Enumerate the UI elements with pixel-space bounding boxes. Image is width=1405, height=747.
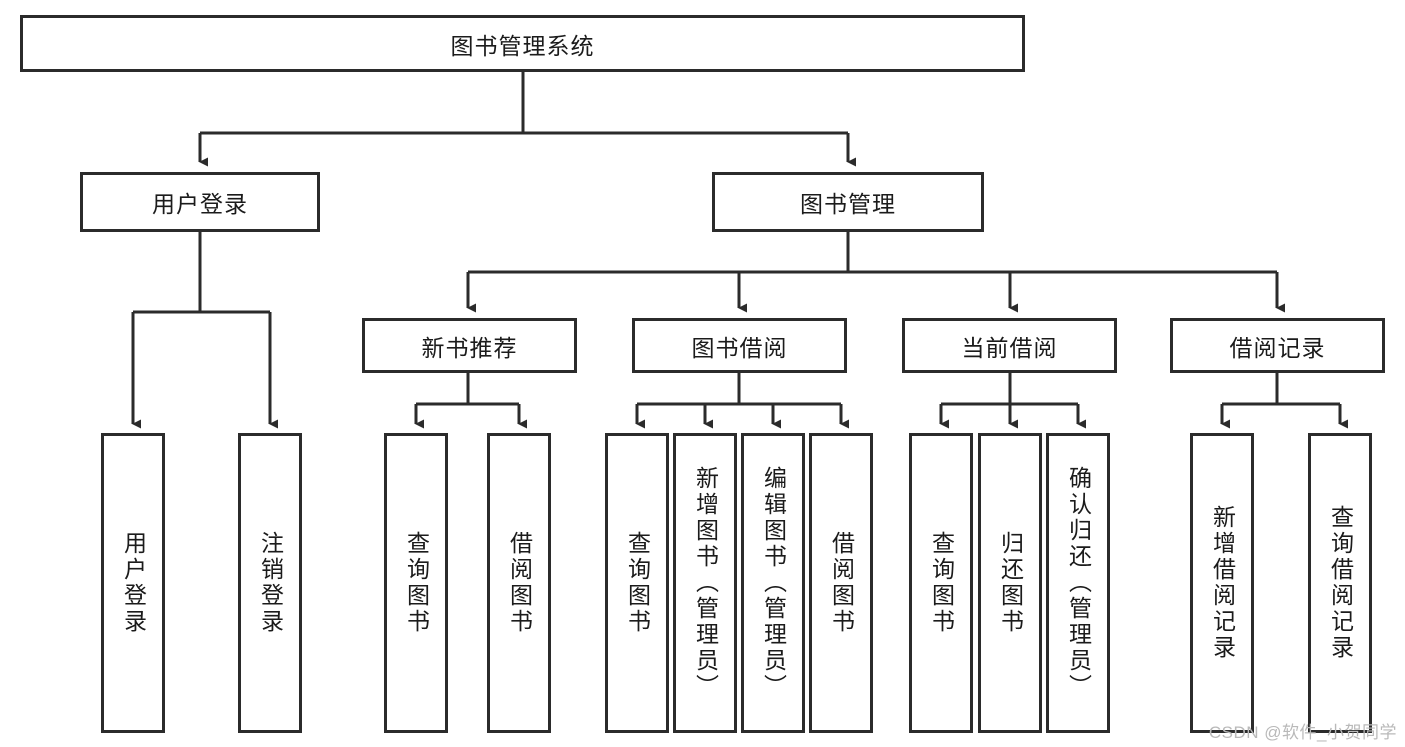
node-borrow-record-label: 借阅记录 xyxy=(1229,334,1326,361)
node-leaf-edit-book[interactable]: 编辑图书（管理员） xyxy=(741,433,805,733)
node-leaf-borrow-book-1-label: 借阅图书 xyxy=(506,531,533,635)
node-leaf-confirm-return[interactable]: 确认归还（管理员） xyxy=(1046,433,1110,733)
node-borrow-record[interactable]: 借阅记录 xyxy=(1170,318,1385,373)
csdn-watermark: CSDN @软件_小贺同学 xyxy=(1208,723,1397,742)
node-new-book-recommend[interactable]: 新书推荐 xyxy=(362,318,577,373)
node-leaf-query-book-1-label: 查询图书 xyxy=(403,531,430,635)
node-current-borrow[interactable]: 当前借阅 xyxy=(902,318,1117,373)
node-leaf-query-book-2-label: 查询图书 xyxy=(624,531,651,635)
node-leaf-add-book[interactable]: 新增图书（管理员） xyxy=(673,433,737,733)
node-book-borrow-label: 图书借阅 xyxy=(691,334,788,361)
node-leaf-query-book-1[interactable]: 查询图书 xyxy=(384,433,448,733)
node-leaf-user-login-label: 用户登录 xyxy=(120,531,147,635)
node-leaf-logout-label: 注销登录 xyxy=(257,531,284,635)
node-root[interactable]: 图书管理系统 xyxy=(20,15,1025,72)
node-leaf-borrow-book-2-label: 借阅图书 xyxy=(828,531,855,635)
node-leaf-edit-book-label: 编辑图书（管理员） xyxy=(760,466,787,700)
node-leaf-add-record[interactable]: 新增借阅记录 xyxy=(1190,433,1254,733)
node-leaf-confirm-return-label: 确认归还（管理员） xyxy=(1065,466,1092,700)
node-leaf-query-record-label: 查询借阅记录 xyxy=(1327,505,1354,661)
node-leaf-return-book[interactable]: 归还图书 xyxy=(978,433,1042,733)
node-book-borrow[interactable]: 图书借阅 xyxy=(632,318,847,373)
node-root-label: 图书管理系统 xyxy=(450,32,595,59)
node-leaf-logout[interactable]: 注销登录 xyxy=(238,433,302,733)
node-leaf-borrow-book-2[interactable]: 借阅图书 xyxy=(809,433,873,733)
node-leaf-borrow-book-1[interactable]: 借阅图书 xyxy=(487,433,551,733)
node-leaf-query-book-3-label: 查询图书 xyxy=(928,531,955,635)
node-leaf-query-book-2[interactable]: 查询图书 xyxy=(605,433,669,733)
node-leaf-add-record-label: 新增借阅记录 xyxy=(1209,505,1236,661)
node-current-borrow-label: 当前借阅 xyxy=(961,334,1058,361)
node-book-manage[interactable]: 图书管理 xyxy=(712,172,984,232)
node-leaf-query-record[interactable]: 查询借阅记录 xyxy=(1308,433,1372,733)
node-new-book-recommend-label: 新书推荐 xyxy=(421,334,518,361)
node-user-login[interactable]: 用户登录 xyxy=(80,172,320,232)
node-leaf-user-login[interactable]: 用户登录 xyxy=(101,433,165,733)
node-leaf-query-book-3[interactable]: 查询图书 xyxy=(909,433,973,733)
node-book-manage-label: 图书管理 xyxy=(800,191,896,217)
node-user-login-label: 用户登录 xyxy=(152,191,248,217)
node-leaf-add-book-label: 新增图书（管理员） xyxy=(692,466,719,700)
node-leaf-return-book-label: 归还图书 xyxy=(997,531,1024,635)
